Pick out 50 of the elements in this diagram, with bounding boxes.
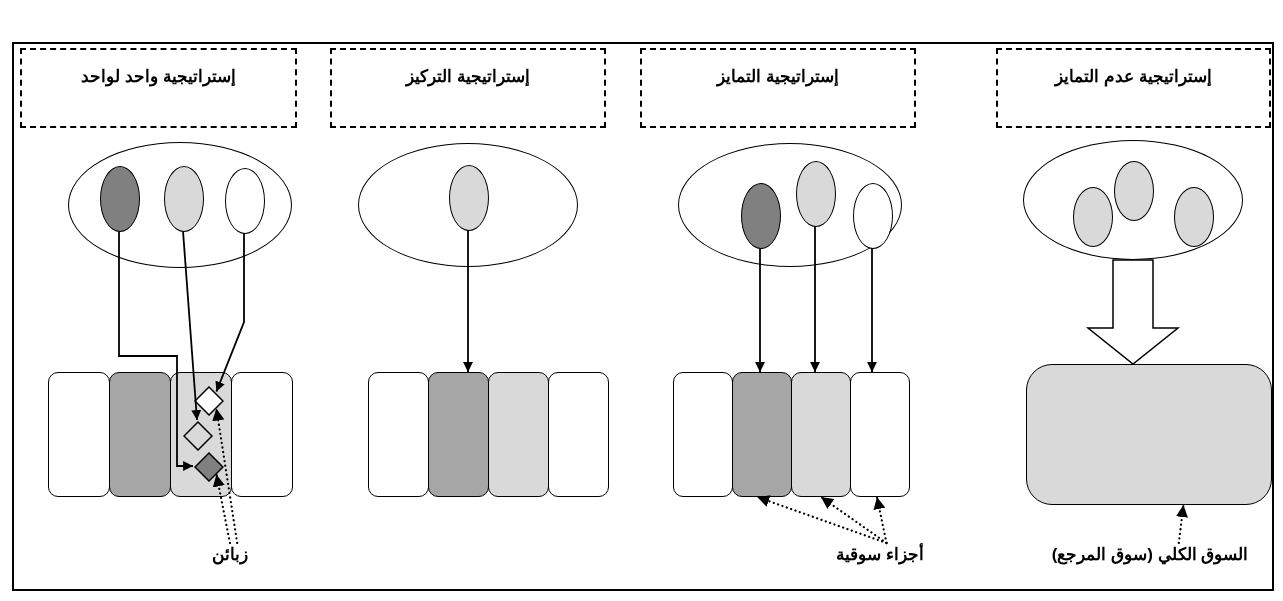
market-block <box>1026 364 1272 505</box>
segment-ellipse <box>1174 187 1214 247</box>
customer-diamond <box>194 452 224 482</box>
customer-diamond <box>183 421 213 451</box>
segment-bar <box>488 372 549 497</box>
segment-ellipse <box>449 165 489 231</box>
arrow <box>118 230 194 471</box>
segment-bar <box>428 372 489 497</box>
arrow <box>810 225 820 373</box>
segment-bar <box>791 372 851 497</box>
strategy-heading-box <box>640 48 916 128</box>
segment-ellipse <box>225 168 265 234</box>
segment-ellipse <box>164 166 204 232</box>
segment-bar <box>673 372 733 497</box>
arrow <box>182 230 202 421</box>
arrow <box>755 247 765 373</box>
strategy-title: إستراتيجية واحد لواحد <box>80 66 237 87</box>
leader-line <box>212 473 232 545</box>
block-arrow <box>1085 259 1181 365</box>
segment-ellipse <box>100 166 140 232</box>
segment-ellipse <box>741 183 781 249</box>
leader-line <box>819 495 888 545</box>
leader-line <box>1175 503 1188 545</box>
strategy-heading-box <box>20 48 297 128</box>
segment-ellipse <box>1073 187 1113 247</box>
strategy-title: إستراتيجية التركيز <box>404 66 531 87</box>
customer-diamond <box>194 386 224 416</box>
segment-bar <box>109 372 171 497</box>
segment-bar <box>368 372 429 497</box>
strategy-title: إستراتيجية عدم التمايز <box>1053 66 1213 87</box>
callout-label: أجزاء سوقية <box>815 540 945 570</box>
strategy-heading-box <box>996 48 1271 128</box>
leader-line <box>212 407 239 545</box>
arrow <box>867 247 877 373</box>
segment-bar <box>48 372 110 497</box>
strategy-heading-box <box>330 48 606 128</box>
segment-bar <box>732 372 792 497</box>
callout-label: زبائن <box>200 540 260 570</box>
segment-bar <box>850 372 910 497</box>
segment-ellipse <box>796 161 836 227</box>
segment-bar <box>170 372 232 497</box>
leader-line <box>873 495 888 545</box>
segment-bar <box>548 372 609 497</box>
segment-ellipse <box>853 183 893 249</box>
arrow <box>463 229 473 373</box>
segment-ellipse <box>1114 161 1154 221</box>
segment-bar <box>231 372 293 497</box>
strategy-title: إستراتيجية التمايز <box>715 66 840 87</box>
callout-label: السوق الكلي (سوق المرجع) <box>1030 540 1270 570</box>
arrow <box>215 232 245 393</box>
